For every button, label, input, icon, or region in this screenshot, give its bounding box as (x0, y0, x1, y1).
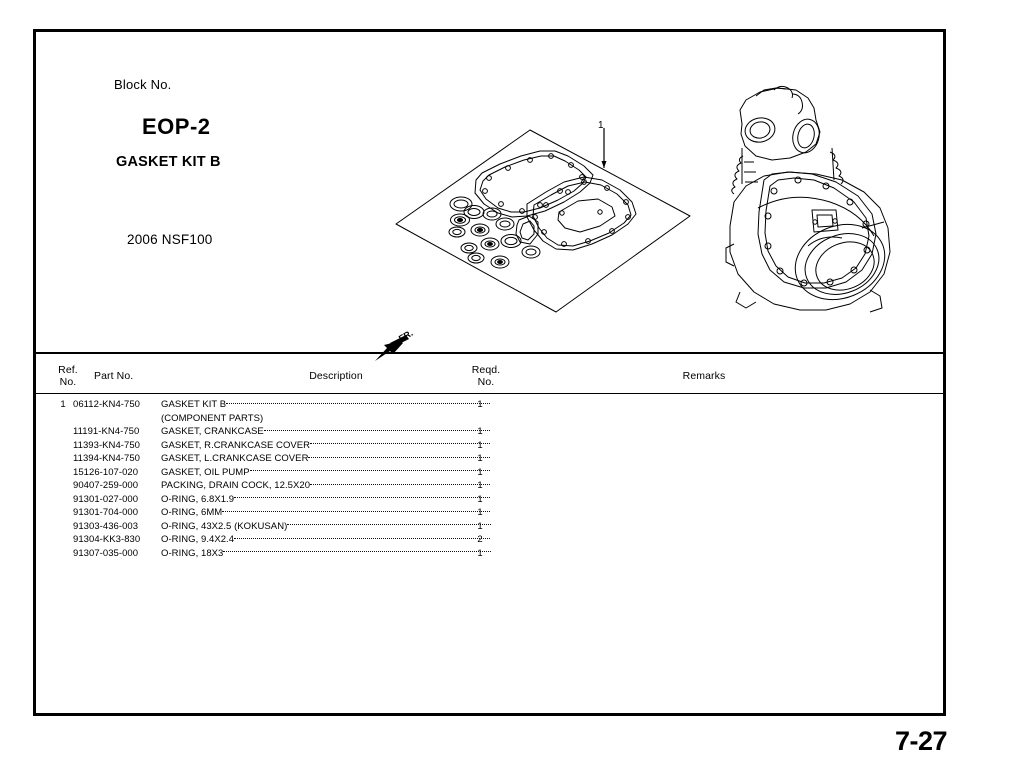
engine-assembly-illustration (712, 76, 918, 334)
title-block: Block No. EOP-2 GASKET KIT B 2006 NSF100 (114, 77, 344, 247)
cell-description-text: O-RING, 43X2.5 (KOKUSAN) (161, 520, 290, 532)
column-header-part-no: Part No. (94, 370, 134, 382)
cell-reqd-no: 1 (477, 453, 483, 464)
cell-description-text: GASKET, R.CRANKCASE COVER (161, 439, 313, 451)
cell-ref-no: 1 (60, 399, 66, 410)
cell-description: O-RING, 9.4X2.4 (161, 533, 491, 547)
cell-part-no: 06112-KN4-750 (73, 399, 141, 410)
table-row: 91303-436-003 O-RING, 43X2.5 (KOKUSAN) 1 (36, 520, 943, 534)
column-header-description: Description (309, 370, 363, 382)
cell-part-no: 91307-035-000 (73, 547, 139, 559)
block-title: GASKET KIT B (116, 154, 221, 170)
table-row: 11191-KN4-750 GASKET, CRANKCASE 1 (36, 425, 943, 439)
callout-number-1: 1 (598, 120, 604, 131)
column-header-ref-no-line1: Ref. (58, 364, 78, 376)
table-row: 11394-KN4-750 GASKET, L.CRANKCASE COVER 1 (36, 452, 943, 466)
table-row: (COMPONENT PARTS) (36, 412, 943, 426)
cell-part-no: 91301-704-000 (73, 507, 139, 518)
column-header-reqd-no-line2: No. (477, 376, 495, 388)
leader-dots (310, 443, 491, 444)
cell-reqd-no: 1 (477, 493, 483, 505)
table-top-rule (36, 352, 943, 354)
table-row: 1 06112-KN4-750 GASKET KIT B 1 (36, 398, 943, 412)
block-no-label: Block No. (114, 77, 172, 92)
cell-description-text: O-RING, 18X3 (161, 547, 226, 559)
cell-reqd-no: 1 (477, 399, 483, 410)
leader-dots (234, 537, 491, 539)
page-number: 7-27 (895, 726, 948, 756)
cell-description: O-RING, 6MM (161, 506, 491, 520)
cell-part-no: 11191-KN4-750 (73, 426, 140, 437)
leader-dots (308, 456, 491, 458)
fr-direction-arrow-icon: FR. (373, 328, 433, 365)
leader-dots (263, 429, 491, 431)
cell-description: O-RING, 6.8X1.9 (161, 493, 491, 507)
block-code: EOP-2 (142, 114, 211, 139)
cell-part-no: 11393-KN4-750 (73, 439, 141, 451)
cell-reqd-no: 1 (477, 439, 483, 451)
cell-part-no: 90407-259-000 (73, 480, 139, 491)
cell-description: GASKET, L.CRANKCASE COVER (161, 452, 491, 466)
column-header-reqd-no-line1: Reqd. (471, 364, 501, 376)
cell-part-no: 91304-KK3-830 (73, 534, 141, 545)
cell-description: GASKET KIT B (161, 398, 491, 412)
table-row: 91307-035-000 O-RING, 18X3 1 (36, 547, 943, 561)
cell-reqd-no: 1 (477, 480, 483, 491)
table-header-row: Ref. No. Part No. Description Reqd. No. … (36, 354, 943, 393)
table-header-rule (36, 393, 943, 394)
cell-description: GASKET, CRANKCASE (161, 425, 491, 439)
column-header-reqd-no: Reqd. No. (454, 364, 518, 388)
column-header-remarks: Remarks (682, 370, 726, 382)
cell-description-text: (COMPONENT PARTS) (161, 412, 266, 424)
column-header-ref-no: Ref. No. (48, 364, 88, 388)
cell-description-text: GASKET, L.CRANKCASE COVER (161, 453, 311, 464)
cell-description-text: GASKET KIT B (161, 399, 229, 410)
table-row: 90407-259-000 PACKING, DRAIN COCK, 12.5X2… (36, 479, 943, 493)
table-row: 91301-704-000 O-RING, 6MM 1 (36, 506, 943, 520)
model-name: 2006 NSF100 (127, 232, 213, 247)
table-row: 91304-KK3-830 O-RING, 9.4X2.4 2 (36, 533, 943, 547)
gasket-kit-illustration: 1 (388, 120, 698, 332)
table-row: 15126-107-020 GASKET, OIL PUMP 1 (36, 466, 943, 480)
parts-table-body: 1 06112-KN4-750 GASKET KIT B 1 (COMPONENT PA… (36, 398, 943, 560)
cell-reqd-no: 1 (477, 520, 483, 532)
cell-description-text: PACKING, DRAIN COCK, 12.5X20 (161, 480, 313, 491)
cell-part-no: 91303-436-003 (73, 520, 139, 532)
leader-dots (226, 402, 491, 404)
cell-description: PACKING, DRAIN COCK, 12.5X20 (161, 479, 491, 493)
cell-reqd-no: 1 (477, 507, 483, 518)
cell-reqd-no: 1 (477, 547, 483, 559)
cell-part-no: 11394-KN4-750 (73, 453, 141, 464)
cell-description-text: O-RING, 6.8X1.9 (161, 493, 237, 505)
cell-reqd-no: 2 (477, 534, 483, 545)
column-header-ref-no-line2: No. (59, 376, 77, 388)
cell-part-no: 15126-107-020 (73, 466, 139, 478)
parts-table: Ref. No. Part No. Description Reqd. No. … (36, 352, 943, 713)
cell-reqd-no: 1 (477, 466, 483, 478)
cell-reqd-no: 1 (477, 426, 483, 437)
cell-description: (COMPONENT PARTS) (161, 412, 491, 426)
leader-dots (249, 470, 491, 471)
leader-dots (222, 510, 491, 512)
cell-description: GASKET, R.CRANKCASE COVER (161, 439, 491, 453)
catalog-page-frame: Block No. EOP-2 GASKET KIT B 2006 NSF100… (33, 29, 946, 716)
leader-dots (234, 497, 491, 498)
cell-description-text: GASKET, OIL PUMP (161, 466, 252, 478)
leader-dots (287, 524, 491, 525)
cell-description: O-RING, 43X2.5 (KOKUSAN) (161, 520, 491, 534)
cell-part-no: 91301-027-000 (73, 493, 139, 505)
table-row: 91301-027-000 O-RING, 6.8X1.9 1 (36, 493, 943, 507)
cell-description-text: O-RING, 6MM (161, 507, 225, 518)
cell-description: GASKET, OIL PUMP (161, 466, 491, 480)
leader-dots (223, 551, 491, 552)
cell-description-text: GASKET, CRANKCASE (161, 426, 266, 437)
cell-description-text: O-RING, 9.4X2.4 (161, 534, 237, 545)
illustration-area: Block No. EOP-2 GASKET KIT B 2006 NSF100… (36, 32, 943, 361)
leader-dots (310, 483, 491, 485)
cell-description: O-RING, 18X3 (161, 547, 491, 561)
table-row: 11393-KN4-750 GASKET, R.CRANKCASE COVER 1 (36, 439, 943, 453)
